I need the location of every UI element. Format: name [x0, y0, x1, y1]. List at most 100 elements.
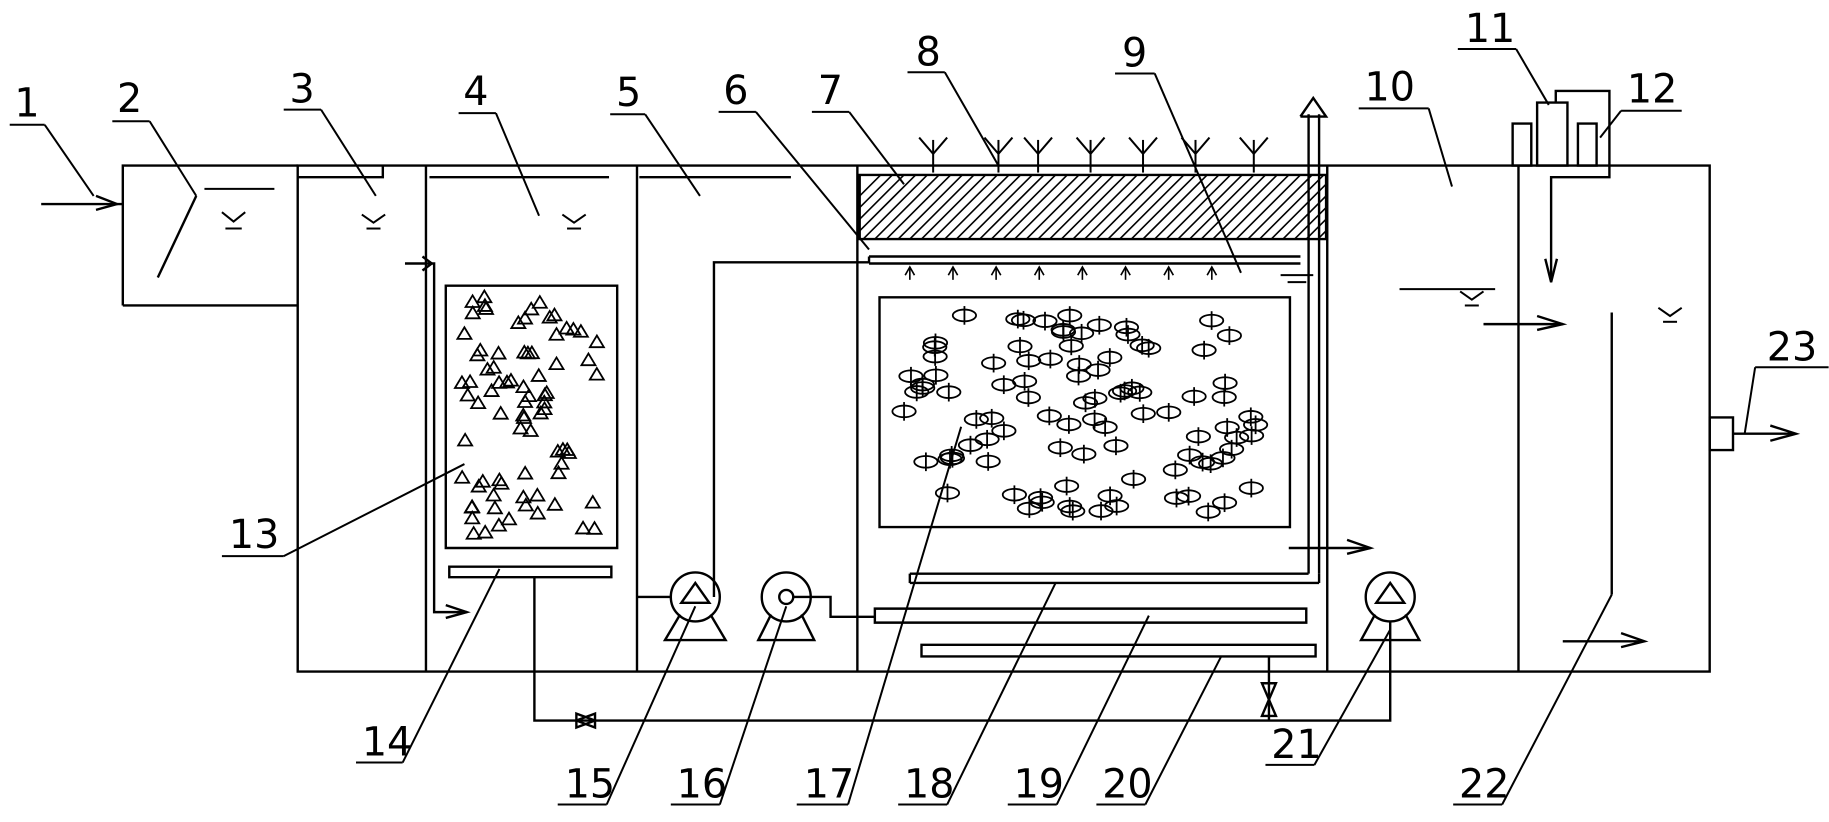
top-baffles	[298, 166, 791, 178]
hatch-line	[1096, 175, 1160, 239]
plant-leaf	[1024, 138, 1038, 154]
media-particle	[522, 389, 536, 401]
spray-arrow-head	[1035, 267, 1044, 275]
hatch-line	[921, 175, 985, 239]
hatch-line	[933, 175, 997, 239]
media-particle	[487, 489, 501, 501]
hatch-line	[887, 175, 951, 239]
plant-leaf	[998, 138, 1012, 154]
spray-arrows	[905, 267, 1216, 280]
label-13: 13	[229, 512, 279, 558]
label-16: 16	[677, 762, 727, 808]
plant-leaf	[1254, 138, 1268, 154]
leader-lines	[10, 49, 1829, 805]
media-particle	[586, 496, 600, 508]
hatch-line	[860, 175, 904, 219]
media-particle	[492, 376, 506, 388]
hatch-line	[875, 175, 939, 239]
transfer-pipe	[405, 257, 467, 618]
media-particle	[516, 380, 530, 392]
hatch-line	[968, 175, 1032, 239]
hatch-line	[1108, 175, 1172, 239]
water-level-markers	[204, 189, 1681, 322]
plant-leaf	[1091, 138, 1105, 154]
media-particle	[471, 397, 485, 409]
spray-arrow-head	[1207, 267, 1216, 275]
hatch-line	[945, 175, 1009, 239]
media-particle	[534, 407, 548, 419]
hatch-line	[1166, 175, 1230, 239]
label-8: 8	[916, 29, 941, 75]
media-particle	[465, 501, 479, 513]
hatch-line	[910, 175, 974, 239]
media-particle	[516, 491, 530, 503]
hatch-line	[1236, 175, 1300, 239]
tank-outline	[123, 166, 1710, 672]
label-6: 6	[723, 68, 748, 114]
media-particle	[552, 467, 566, 479]
label-1: 1	[14, 81, 39, 127]
hatch-line	[1295, 208, 1326, 239]
plant-leaf	[1240, 138, 1254, 154]
media-particle	[590, 336, 604, 348]
media-particle	[581, 354, 595, 366]
media-particle	[521, 347, 535, 359]
media-particle	[518, 312, 532, 324]
label-5: 5	[616, 70, 641, 116]
media-particle	[504, 374, 518, 386]
media-particle	[531, 507, 545, 519]
label-4: 4	[463, 69, 488, 115]
return-pipe	[534, 577, 1390, 727]
hatch-line	[956, 175, 1020, 239]
inlet-pipe	[41, 196, 196, 278]
label-3: 3	[290, 67, 315, 113]
media-particle	[511, 316, 525, 328]
media-particle	[457, 327, 471, 339]
hatch-line	[1050, 175, 1114, 239]
hatch-line	[1155, 175, 1219, 239]
media-particle	[492, 474, 506, 486]
media-particle	[500, 376, 514, 388]
media-particle	[524, 303, 538, 315]
spray-arrow-head	[1164, 267, 1173, 275]
plant-leaf	[1038, 138, 1052, 154]
media-particle	[543, 311, 557, 323]
vent-pipe	[910, 98, 1326, 583]
label-11: 11	[1465, 6, 1515, 52]
media-particle	[463, 375, 477, 387]
media-particle	[576, 522, 590, 534]
media-particle	[461, 389, 475, 401]
hatch-line	[1248, 175, 1312, 239]
biofilm-carriers	[892, 306, 1267, 521]
media-particle	[550, 357, 564, 369]
label-10: 10	[1365, 64, 1415, 110]
media-particle	[590, 368, 604, 380]
media-particle	[478, 526, 492, 538]
circulation-pump	[637, 572, 726, 640]
hatch-line	[1143, 175, 1207, 239]
plant-leaf	[1129, 138, 1143, 154]
hatch-line	[1260, 175, 1324, 239]
media-particle	[492, 347, 506, 359]
label-2: 2	[117, 76, 142, 122]
media-particle	[516, 409, 530, 421]
media-particle	[566, 323, 580, 335]
spray-arrow-head	[905, 267, 914, 275]
media-particle	[548, 498, 562, 510]
label-14: 14	[362, 720, 412, 766]
label-9: 9	[1122, 30, 1147, 76]
label-21: 21	[1271, 722, 1321, 768]
hatch-line	[1015, 175, 1079, 239]
media-particle	[480, 363, 494, 375]
media-particle	[555, 457, 569, 469]
media-particle	[502, 513, 516, 525]
hatch-line	[860, 175, 893, 208]
hatch-line	[1271, 184, 1326, 239]
spray-arrow-head	[1121, 267, 1130, 275]
plant-leaf	[984, 138, 998, 154]
label-7: 7	[818, 68, 843, 114]
media-particle	[455, 471, 469, 483]
hatch-line	[991, 175, 1055, 239]
label-22: 22	[1459, 762, 1509, 808]
